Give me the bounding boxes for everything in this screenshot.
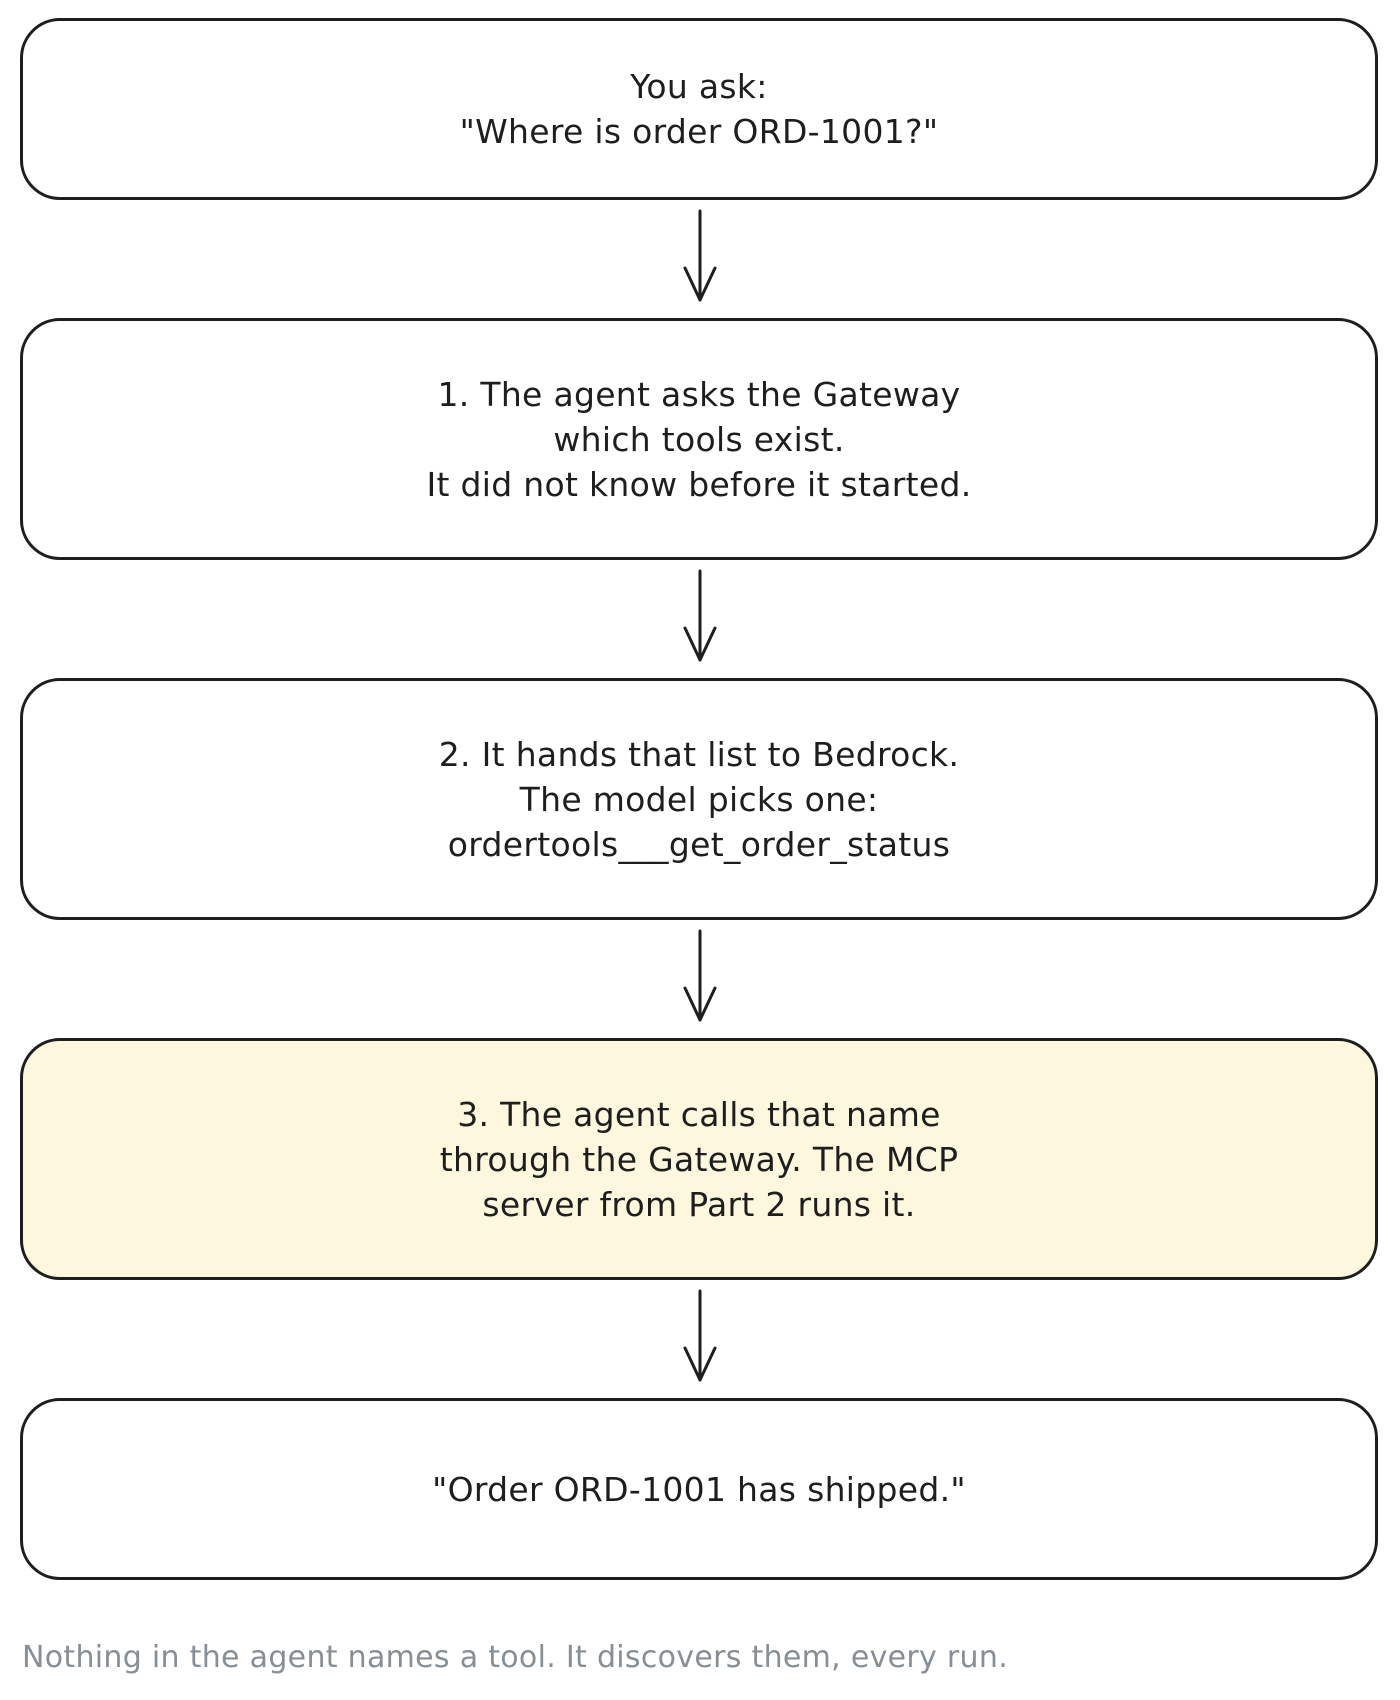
arrow-down-icon: [680, 1288, 720, 1384]
step-2-tool-name: ordertools___get_order_status: [447, 824, 951, 864]
arrow-down-icon: [680, 568, 720, 664]
step-2-line-1: 2. It hands that list to Bedrock.: [438, 734, 960, 774]
step-2-line-2: The model picks one:: [519, 779, 879, 819]
step-3-box: 3. The agent calls that name through the…: [20, 1038, 1378, 1280]
step-1-box: 1. The agent asks the Gateway which tool…: [20, 318, 1378, 560]
step-1-line-3: It did not know before it started.: [426, 464, 972, 504]
step-2-box: 2. It hands that list to Bedrock. The mo…: [20, 678, 1378, 920]
user-question-box: You ask: "Where is order ORD-1001?": [20, 18, 1378, 200]
step-3-line-3: server from Part 2 runs it.: [482, 1184, 916, 1224]
user-question-text: "Where is order ORD-1001?": [459, 112, 939, 151]
footer-note: Nothing in the agent names a tool. It di…: [22, 1640, 1009, 1675]
arrow-down-icon: [680, 208, 720, 304]
step-1-line-2: which tools exist.: [553, 419, 845, 459]
answer-box: "Order ORD-1001 has shipped.": [20, 1398, 1378, 1580]
step-3-line-2: through the Gateway. The MCP: [439, 1139, 959, 1179]
step-3-line-1: 3. The agent calls that name: [457, 1094, 941, 1134]
answer-text: "Order ORD-1001 has shipped.": [432, 1469, 966, 1509]
arrow-down-icon: [680, 928, 720, 1024]
step-1-line-1: 1. The agent asks the Gateway: [437, 374, 961, 414]
user-question-label: You ask:: [630, 67, 768, 106]
